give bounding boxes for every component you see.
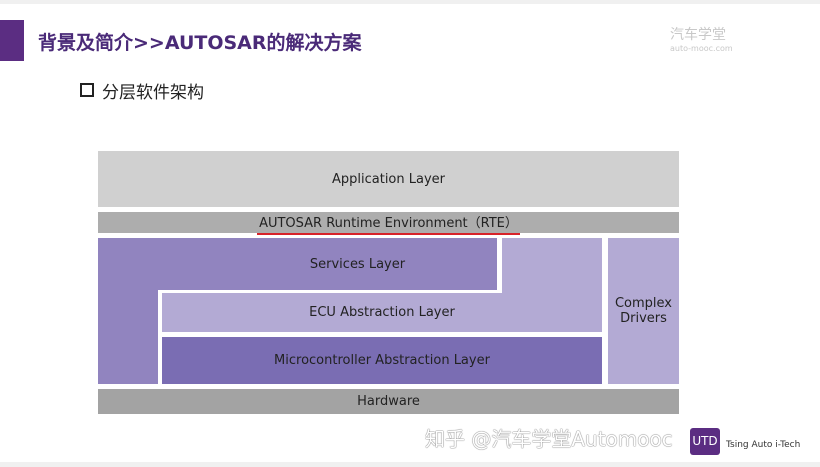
complex-drivers-label: Complex Drivers (614, 296, 673, 326)
ecu-label: ECU Abstraction Layer (309, 305, 455, 320)
complex-drivers: Complex Drivers (608, 238, 679, 384)
square-bullet-icon (80, 83, 94, 97)
services-label: Services Layer (309, 256, 406, 272)
ecu-abstraction-layer: ECU Abstraction Layer (162, 293, 602, 332)
tsing-logo-text: Tsing Auto i-Tech (726, 440, 801, 450)
title-accent-bar (0, 20, 24, 61)
application-layer: Application Layer (98, 151, 679, 207)
hardware-layer: Hardware (98, 389, 679, 414)
zhihu-watermark: 知乎 @汽车学堂Automooc (425, 427, 673, 451)
subtitle: 分层软件架构 (80, 78, 204, 103)
rte-layer: AUTOSAR Runtime Environment（RTE） (98, 212, 679, 235)
slide-title: 背景及简介>>AUTOSAR的解决方案 (38, 32, 362, 54)
microcontroller-abstraction-layer: Microcontroller Abstraction Layer (162, 337, 602, 384)
ecu-abstraction-upper-block (502, 238, 602, 294)
hardware-label: Hardware (357, 394, 420, 409)
top-border (0, 0, 820, 4)
bottom-border (0, 462, 820, 467)
tsing-logo: UTD (690, 428, 720, 455)
rte-label: AUTOSAR Runtime Environment（RTE） (257, 212, 520, 235)
logo-url: auto-mooc.com (670, 44, 733, 53)
application-label: Application Layer (331, 171, 445, 187)
subtitle-text: 分层软件架构 (102, 83, 204, 103)
services-layer: Services Layer (98, 238, 497, 290)
mcal-label: Microcontroller Abstraction Layer (274, 353, 490, 368)
logo-text: 汽车学堂 (670, 27, 726, 43)
